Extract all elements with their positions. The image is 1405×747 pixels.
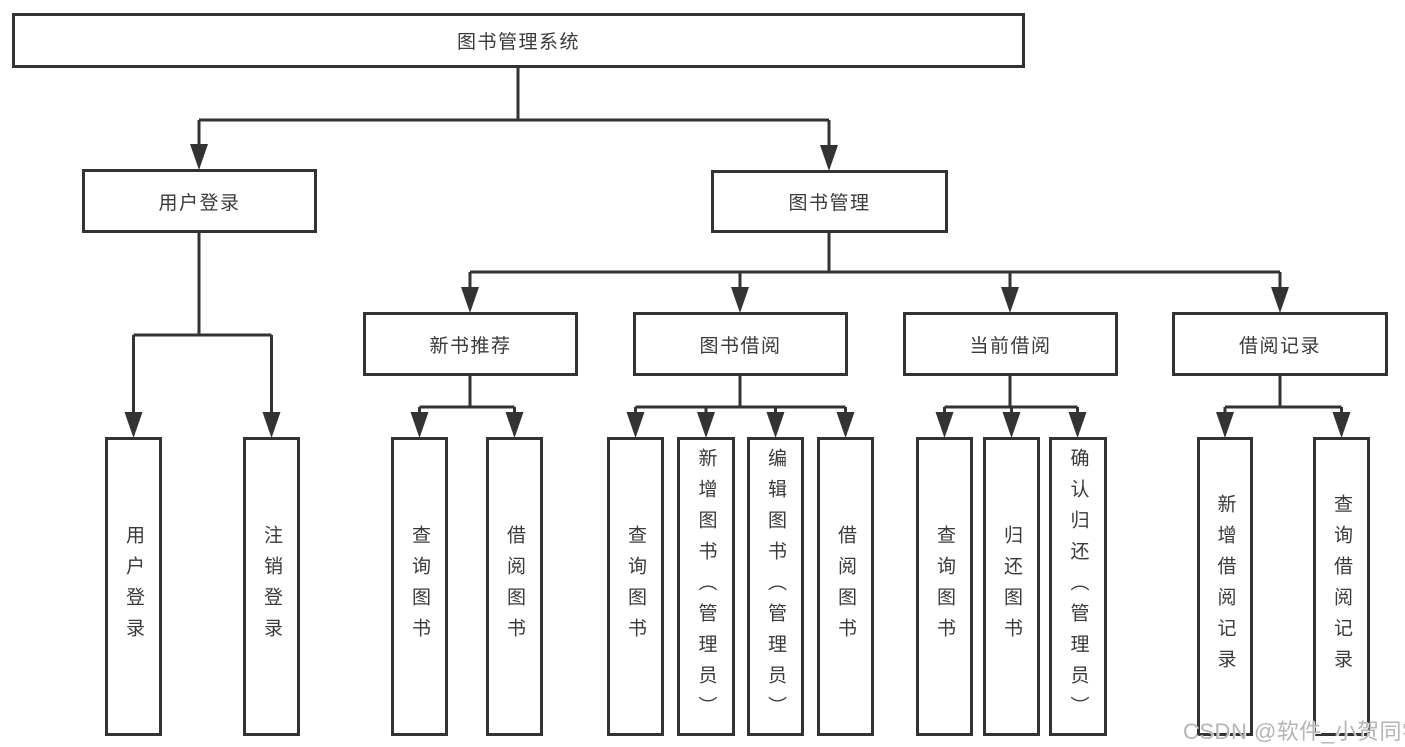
arrowhead-icons [124,144,1351,438]
node-new-book-recommend: 新书推荐 [363,312,578,376]
leaf-current-query-books: 查询图书 [916,437,973,736]
node-current-borrow: 当前借阅 [903,312,1118,376]
leaf-borrow-query-books: 查询图书 [607,437,664,736]
leaf-current-return-books: 归还图书 [983,437,1040,736]
node-borrow-records: 借阅记录 [1172,312,1388,376]
node-user-login: 用户登录 [82,169,317,233]
leaf-logout: 注销登录 [243,437,300,736]
node-root: 图书管理系统 [12,13,1025,68]
leaf-recommend-borrow-books: 借阅图书 [486,437,543,736]
leaf-records-add-record: 新增借阅记录 [1197,437,1253,736]
leaf-user-login: 用户登录 [105,437,162,736]
leaf-recommend-query-books: 查询图书 [391,437,448,736]
leaf-records-query-record: 查询借阅记录 [1313,437,1370,736]
leaf-borrow-add-books-admin: 新增图书（管理员） [677,437,735,736]
node-book-borrow: 图书借阅 [633,312,848,376]
node-book-management: 图书管理 [711,170,948,233]
leaf-current-confirm-return-admin: 确认归还（管理员） [1049,437,1107,736]
watermark: CSDN @软件_小贺同学 [1183,719,1405,744]
leaf-borrow-borrow-books: 借阅图书 [817,437,874,736]
leaf-borrow-edit-books-admin: 编辑图书（管理员） [747,437,804,736]
